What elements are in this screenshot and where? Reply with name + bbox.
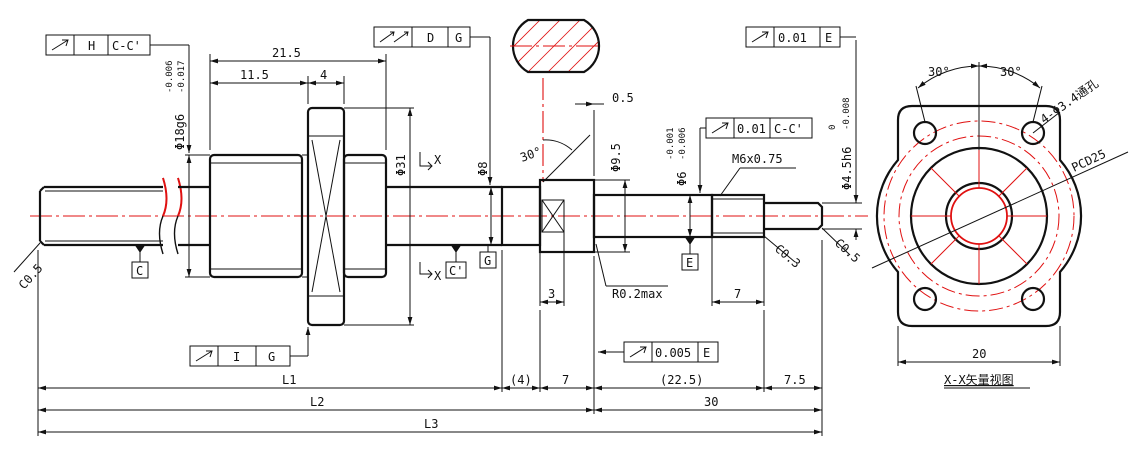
dim-phi6: Φ6	[675, 172, 689, 186]
svg-text:C-C': C-C'	[774, 122, 803, 136]
dim-m6-thread: M6x0.75	[732, 152, 783, 166]
mount-hole-bl	[912, 286, 938, 312]
flange-outer-circle	[883, 120, 1075, 312]
dim-r0-2: R0.2max	[612, 287, 663, 301]
dim-phi4-5-lower: -0.008	[842, 97, 852, 130]
datum-c-prime: C'	[449, 264, 463, 278]
dim-phi8: Φ8	[476, 162, 490, 176]
dim-c0-5-left: C0.5	[16, 261, 46, 292]
dim-l2: L2	[310, 395, 324, 409]
dim-0-5: 0.5	[612, 91, 634, 105]
mount-hole-br	[1020, 286, 1046, 312]
dim-angle-30: 30°	[518, 144, 543, 165]
flange-outline	[875, 104, 1083, 328]
flange-angle-left: 30°	[928, 65, 950, 79]
svg-text:0.01: 0.01	[778, 31, 807, 45]
section-profile	[511, 18, 601, 74]
flange-holes-note: 4-Φ3.4通孔	[1038, 76, 1101, 126]
gdt-frames: H C-C' D G 0.01 E	[45, 26, 856, 367]
flange-pcd: PCD25	[1069, 147, 1108, 175]
flange-view: 30° 30° 4-Φ3.4通孔 PCD25 20 X-X矢量视图	[871, 62, 1129, 389]
gdt-frame-top: 0.01 E	[745, 26, 856, 48]
runout-icon	[51, 39, 69, 51]
thread-m6	[710, 193, 766, 239]
left-thread-end	[38, 185, 163, 247]
dim-phi31: Φ31	[394, 154, 408, 176]
svg-text:H: H	[88, 39, 95, 53]
flange-width-20: 20	[972, 347, 986, 361]
section-mark-x-top: X	[434, 153, 442, 167]
dim-7-thread: 7	[734, 287, 741, 301]
dim-phi18-upper: -0.006	[165, 60, 175, 93]
dim-c0-5-right: C0.5	[832, 236, 863, 266]
dim-phi9-5: Φ9.5	[609, 143, 623, 172]
dim-phi6-lower: -0.006	[678, 127, 688, 160]
flange-angle-right: 30°	[1000, 65, 1022, 79]
svg-text:E: E	[825, 31, 832, 45]
dim-3: 3	[548, 287, 555, 301]
dim-7-5: 7.5	[784, 373, 806, 387]
datum-g: G	[484, 254, 491, 268]
runout-icon-low	[629, 346, 647, 358]
flange-caption: X-X矢量视图	[944, 372, 1014, 387]
thread-circle	[950, 187, 1008, 245]
runout-icon-ig	[195, 350, 213, 362]
dim-7-collar: 7	[562, 373, 569, 387]
svg-text:I: I	[233, 350, 240, 364]
dim-phi4-5-upper: 0	[828, 125, 838, 130]
nut-body	[208, 153, 304, 279]
svg-text:C-C': C-C'	[112, 39, 141, 53]
dim-l1: L1	[282, 373, 296, 387]
dim-phi4-5: Φ4.5h6	[840, 147, 854, 190]
shaft-view	[30, 78, 868, 327]
datum-labels: C C' G E	[131, 237, 699, 279]
runout-icon-mid	[711, 122, 729, 134]
dim-11-5: 11.5	[240, 68, 269, 82]
dim-4-paren: (4)	[510, 373, 532, 387]
svg-text:0.005: 0.005	[655, 346, 691, 360]
svg-text:G: G	[455, 31, 462, 45]
datum-c: C	[136, 264, 143, 278]
gdt-frame-low: 0.005 E	[598, 341, 719, 363]
dim-phi18: Φ18g6	[173, 114, 187, 150]
total-runout-icon	[379, 31, 409, 43]
gdt-frame-h: H C-C'	[45, 34, 192, 153]
svg-text:G: G	[268, 350, 275, 364]
dim-21-5: 21.5	[272, 46, 301, 60]
runout-icon-top	[751, 31, 769, 43]
dim-l3: L3	[424, 417, 438, 431]
section-mark-x-bottom: X	[434, 269, 442, 283]
svg-text:E: E	[703, 346, 710, 360]
gdt-frame-ig: I G	[189, 327, 311, 367]
dim-22-5: (22.5)	[660, 373, 703, 387]
dim-4: 4	[320, 68, 327, 82]
section-view	[510, 18, 601, 74]
nut-extension	[342, 153, 388, 279]
svg-text:D: D	[427, 31, 434, 45]
dim-30: 30	[704, 395, 718, 409]
datum-e: E	[686, 256, 693, 270]
gdt-frame-mid: 0.01 C-C'	[697, 117, 813, 193]
dim-phi18-lower: -0.017	[177, 60, 187, 93]
gdt-frame-dg: D G	[373, 26, 493, 185]
svg-text:0.01: 0.01	[737, 122, 766, 136]
dim-c0-3: C0.3	[772, 242, 803, 271]
mount-hole-tl	[912, 120, 938, 146]
dim-phi6-upper: -0.001	[666, 127, 676, 160]
end-phi45	[764, 201, 824, 231]
